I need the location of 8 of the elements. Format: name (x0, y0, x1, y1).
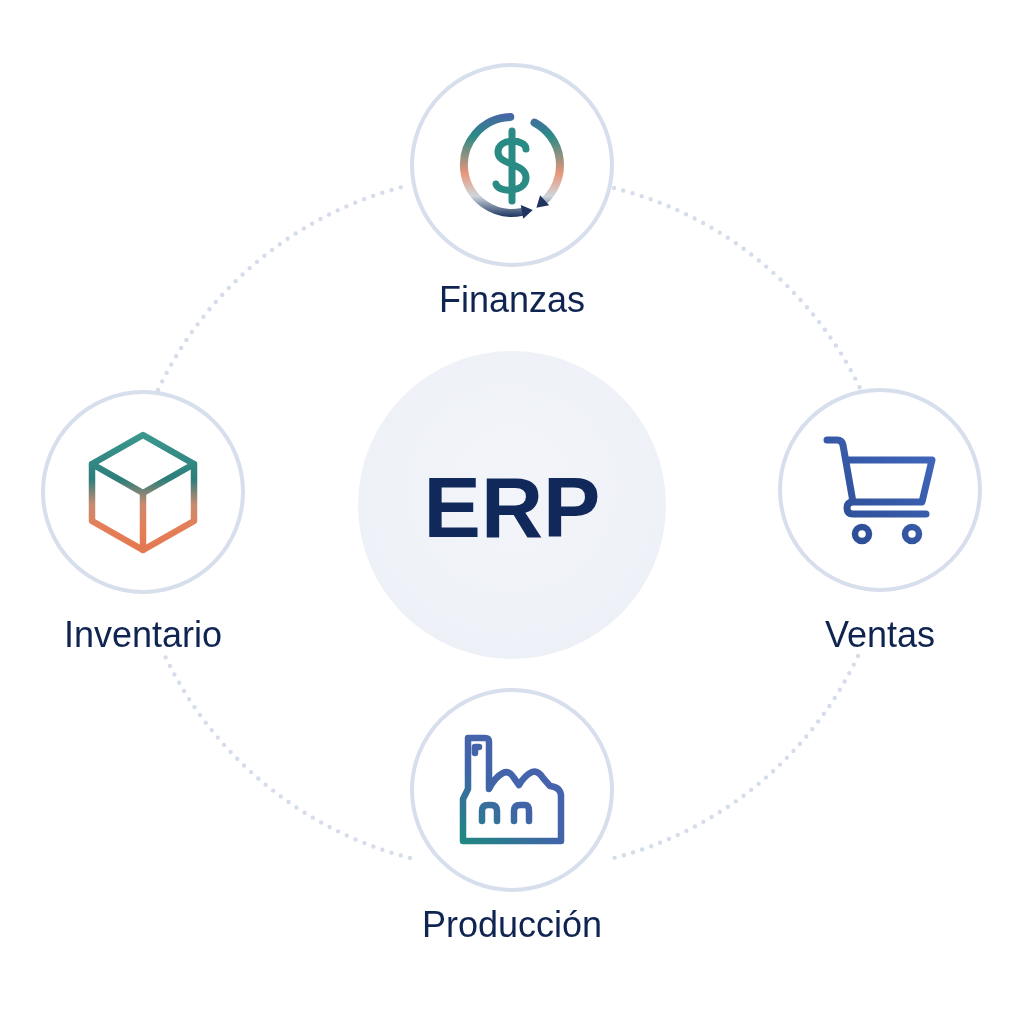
module-label: Finanzas (438, 279, 586, 321)
center-title: ERP (423, 460, 601, 550)
dotted-connector (162, 653, 413, 861)
dotted-connector (611, 653, 861, 861)
module-label: Producción (421, 904, 603, 946)
dotted-connector (611, 185, 863, 391)
module-label: Ventas (824, 614, 936, 656)
module-label: Inventario (63, 614, 223, 656)
